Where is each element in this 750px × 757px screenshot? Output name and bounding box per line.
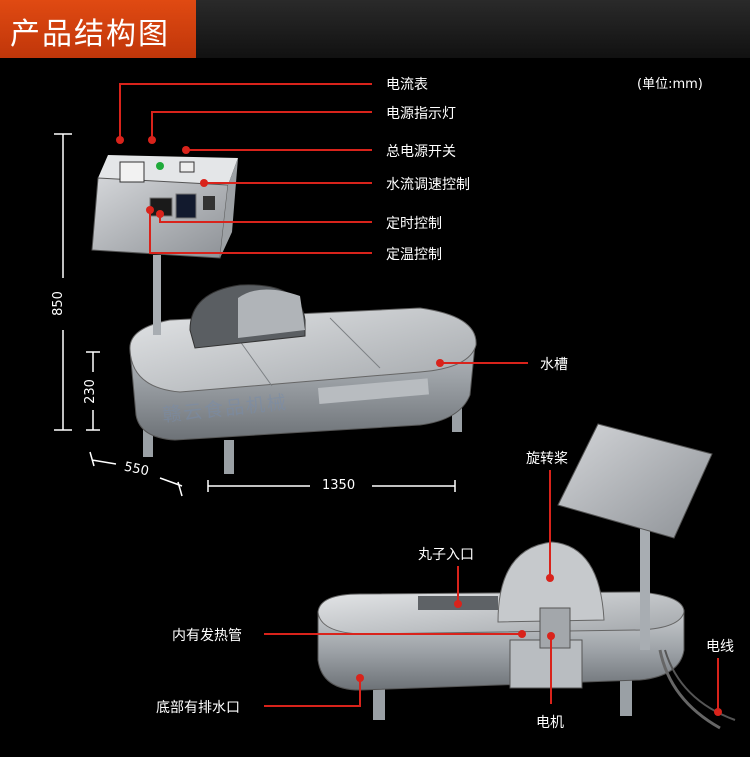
dimension-tank-height: 230	[82, 379, 98, 404]
dimension-length: 1350	[322, 478, 356, 493]
control-pole	[153, 255, 161, 335]
control-pole-2	[640, 480, 650, 650]
label-temp-control: 定温控制	[386, 247, 442, 263]
label-tank: 水槽	[540, 357, 568, 373]
label-motor: 电机	[536, 715, 564, 731]
name-plate	[318, 378, 429, 404]
label-ammeter: 电流表	[386, 77, 428, 93]
label-drain: 底部有排水口	[156, 700, 240, 716]
temp-display	[175, 193, 197, 219]
label-power-light: 电源指示灯	[386, 106, 456, 122]
paddle-2	[497, 541, 605, 623]
power-switch	[179, 161, 195, 173]
unit-note: (单位:mm)	[637, 77, 703, 92]
machine-leg	[143, 425, 153, 457]
machine-leg	[373, 680, 385, 720]
machine-leg	[452, 400, 462, 432]
title-tab	[0, 0, 196, 58]
ammeter-gauge	[119, 161, 145, 183]
power-wire	[658, 649, 721, 730]
label-heater: 内有发热管	[172, 628, 242, 644]
knob	[203, 196, 215, 210]
power-light	[156, 162, 164, 170]
dimension-height: 850	[50, 291, 66, 316]
dimension-lines	[54, 133, 456, 497]
label-flow-control: 水流调速控制	[386, 177, 470, 193]
machine-leg	[224, 440, 234, 474]
label-timer: 定时控制	[386, 216, 442, 232]
callout-lines	[119, 83, 719, 712]
control-box-2	[557, 423, 713, 539]
label-ball-inlet: 丸子入口	[418, 547, 474, 563]
machine-leg	[620, 670, 632, 716]
label-wire: 电线	[706, 639, 734, 655]
page-title: 产品结构图	[10, 17, 170, 52]
label-paddle: 旋转桨	[526, 451, 568, 467]
label-main-switch: 总电源开关	[386, 144, 456, 160]
